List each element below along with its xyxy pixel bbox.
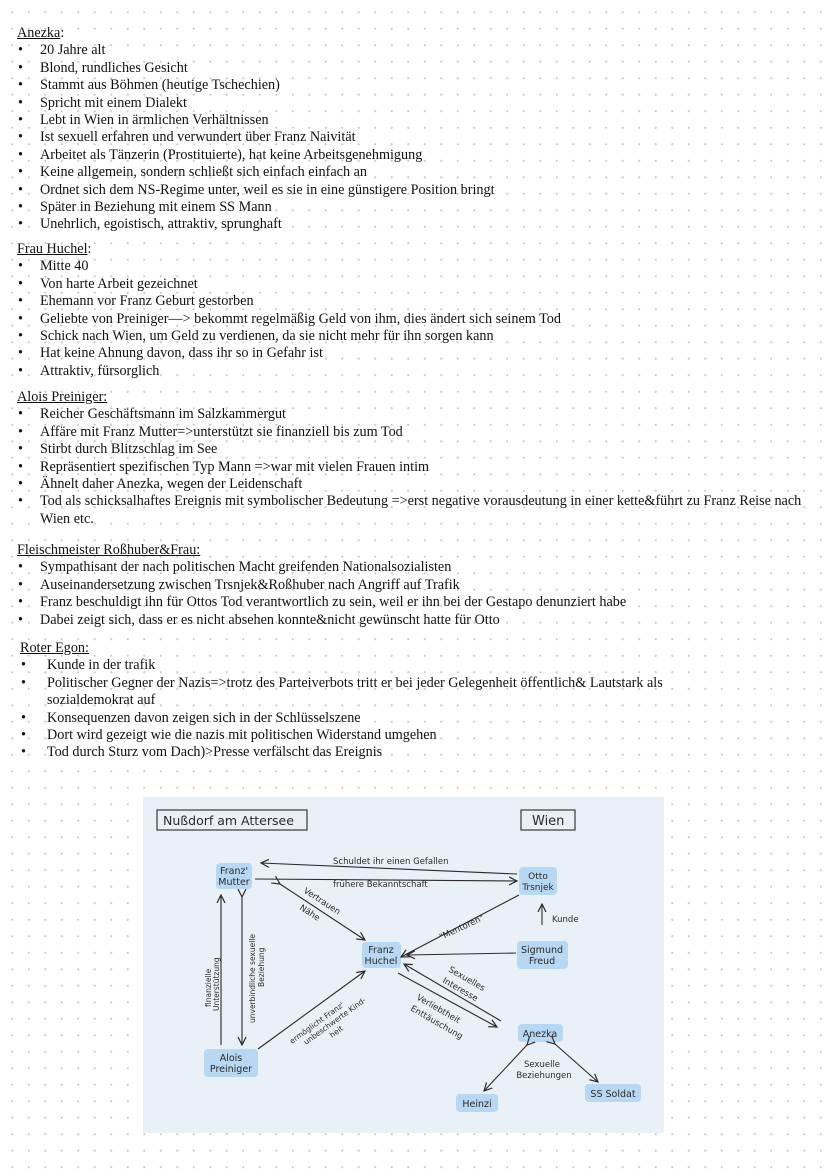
edge-otto-mutter-top [261, 863, 518, 875]
edge-label-finanzielle: finanzielle [204, 968, 213, 1007]
list-item: Repräsentiert spezifischen Typ Mann =>wa… [17, 459, 807, 477]
list-item: Franz beschuldigt ihn für Ottos Tod vera… [17, 594, 807, 612]
node-bg-freud [517, 941, 568, 969]
section-heading: Frau Huchel [17, 241, 88, 257]
edge-label-mentoren: "Mentoren" [438, 913, 486, 942]
section-alois-preiniger: Alois Preiniger: Reicher Geschäftsmann i… [17, 389, 807, 528]
list-item: Von harte Arbeit gezeichnet [17, 276, 807, 294]
edge-label-sexuelle: Sexuelle [524, 1060, 560, 1070]
list-item: Kunde in der trafik [20, 657, 720, 675]
list-item: Affäre mit Franz Mutter=>unterstützt sie… [17, 424, 807, 442]
list-item: Keine allgemein, sondern schließt sich e… [17, 164, 807, 182]
edge-label-naehe: Nähe [297, 903, 321, 923]
list-item: Unehrlich, egoistisch, attraktiv, sprung… [17, 216, 807, 234]
node-alois-line2: Preiniger [210, 1064, 252, 1075]
bullet-list: Sympathisant der nach politischen Macht … [17, 559, 807, 629]
list-item: Ordnet sich dem NS-Regime unter, weil es… [17, 182, 807, 200]
list-item: Konsequenzen davon zeigen sich in der Sc… [20, 710, 720, 728]
list-item: Auseinandersetzung zwischen Trsnjek&Roßh… [17, 577, 807, 595]
node-bg-ss [585, 1084, 641, 1102]
node-otto-line1: Otto [528, 872, 548, 882]
list-item: Dabei zeigt sich, dass er es nicht abseh… [17, 612, 807, 630]
node-bg-otto [519, 867, 557, 895]
place-label-left: Nußdorf am Attersee [163, 813, 294, 828]
section-roter-egon: Roter Egon: Kunde in der trafik Politisc… [20, 640, 720, 762]
list-item: Geliebte von Preiniger—> bekommt regelmä… [17, 311, 807, 329]
section-heading: Roter Egon: [20, 640, 89, 656]
node-mutter-line2: Mutter [218, 877, 250, 888]
node-heinzi: Heinzi [462, 1099, 491, 1110]
section-frau-huchel: Frau Huchel: Mitte 40 Von harte Arbeit g… [17, 241, 807, 381]
list-item: Attraktiv, fürsorglich [17, 363, 807, 381]
edge-anezka-heinzi [484, 1045, 527, 1091]
edge-label-beziehung: Beziehung [257, 947, 266, 987]
node-freud-line2: Freud [529, 956, 555, 967]
bullet-list: Mitte 40 Von harte Arbeit gezeichnet Ehe… [17, 258, 807, 380]
list-item: Ist sexuell erfahren und verwundert über… [17, 129, 807, 147]
list-item: Reicher Geschäftsmann im Salzkammergut [17, 406, 807, 424]
bullet-list: Reicher Geschäftsmann im Salzkammergut A… [17, 406, 807, 528]
list-item: Spricht mit einem Dialekt [17, 95, 807, 113]
section-anezka: Anezka: 20 Jahre alt Blond, rundliches G… [17, 25, 807, 234]
node-bg-alois [204, 1049, 258, 1077]
list-item: Schick nach Wien, um Geld zu verdienen, … [17, 328, 807, 346]
node-anezka: Anezka [523, 1029, 558, 1040]
list-item: Ehemann vor Franz Geburt gestorben [17, 293, 807, 311]
edge-anezka-franz [404, 964, 502, 1022]
heading-colon: : [60, 25, 65, 41]
place-label-right: Wien [532, 814, 564, 829]
section-fleischmeister: Fleischmeister Roßhuber&Frau: Sympathisa… [17, 542, 807, 629]
node-otto-line2: Trsnjek [521, 883, 554, 893]
edge-freud-franz [407, 953, 517, 955]
section-heading: Fleischmeister Roßhuber&Frau: [17, 542, 201, 558]
list-item: Hat keine Ahnung davon, dass ihr so in G… [17, 345, 807, 363]
edge-label-bekanntschaft: frühere Bekanntschaft [333, 880, 428, 890]
list-item: Tod durch Sturz vom Dach)>Presse verfäls… [20, 744, 720, 762]
node-franz-line2: Huchel [365, 956, 398, 967]
edge-alois-franz [257, 971, 365, 1050]
node-freud-line1: Sigmund [521, 945, 563, 956]
list-item: Arbeitet als Tänzerin (Prostituierte), h… [17, 147, 807, 165]
bullet-list: 20 Jahre alt Blond, rundliches Gesicht S… [17, 42, 807, 234]
node-alois-line1: Alois [220, 1053, 243, 1064]
edge-label-kunde: Kunde [552, 915, 579, 925]
section-heading: Anezka [17, 25, 61, 41]
list-item: Politischer Gegner der Nazis=>trotz des … [20, 675, 720, 710]
section-heading: Alois Preiniger: [17, 389, 108, 405]
edge-label-schuldet: Schuldet ihr einen Gefallen [333, 857, 448, 867]
list-item: Später in Beziehung mit einem SS Mann [17, 199, 807, 217]
place-box-left [156, 809, 308, 831]
list-item: 20 Jahre alt [17, 42, 807, 60]
edge-anezka-ss [555, 1044, 598, 1082]
place-box-right [520, 809, 576, 831]
list-item: Blond, rundliches Gesicht [17, 60, 807, 78]
edge-franz-anezka [397, 972, 497, 1027]
list-item: Dort wird gezeigt wie die nazis mit poli… [20, 727, 720, 745]
edge-label-unverbindlich: unverbindliche sexuelle [248, 934, 257, 1023]
edge-label-beziehungen: Beziehungen [516, 1071, 571, 1081]
node-franz-line1: Franz [368, 945, 394, 956]
list-item: Tod als schicksalhaftes Ereignis mit sym… [17, 493, 807, 528]
list-item: Ähnelt daher Anezka, wegen der Leidensch… [17, 476, 807, 494]
node-mutter-line1: Franz' [220, 866, 248, 877]
node-bg-heinzi [456, 1094, 498, 1112]
edge-mutter-franz [280, 884, 365, 940]
list-item: Mitte 40 [17, 258, 807, 276]
heading-colon: : [87, 241, 92, 257]
list-item: Lebt in Wien in ärmlichen Verhältnissen [17, 112, 807, 130]
node-bg-mutter [216, 863, 252, 889]
list-item: Stirbt durch Blitzschlag im See [17, 441, 807, 459]
list-item: Sympathisant der nach politischen Macht … [17, 559, 807, 577]
edge-label-unterstuetzung: Unterstützung [212, 957, 221, 1011]
node-ss-soldat: SS Soldat [590, 1089, 635, 1100]
node-bg-franz [362, 942, 401, 968]
diagram-canvas: Nußdorf am Attersee Wien Franz' Mutter O… [156, 809, 641, 1112]
list-item: Stammt aus Böhmen (heutige Tschechien) [17, 77, 807, 95]
relationship-diagram: Nußdorf am Attersee Wien Franz' Mutter O… [143, 797, 664, 1133]
edge-otto-franz [401, 894, 520, 957]
bullet-list: Kunde in der trafik Politischer Gegner d… [20, 657, 720, 762]
